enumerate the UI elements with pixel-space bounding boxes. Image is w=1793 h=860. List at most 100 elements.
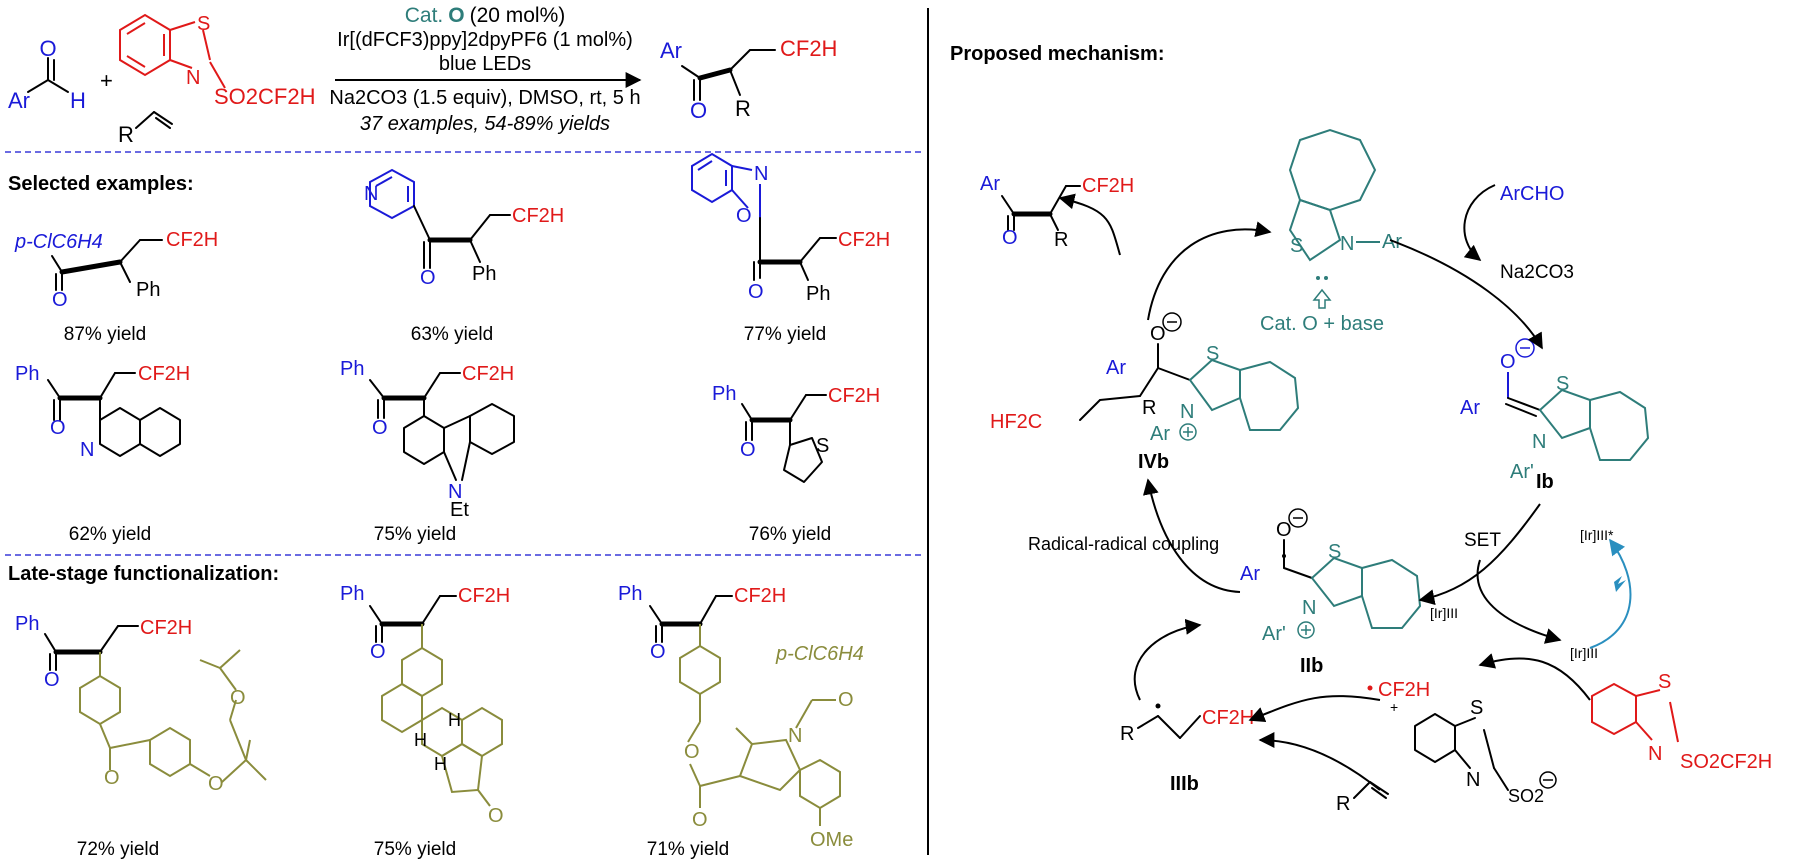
mechanism-r: R — [1336, 793, 1350, 815]
selected-examples-heading: Selected examples: — [8, 173, 194, 195]
examples-cf2h: CF2H — [458, 585, 510, 607]
scheme-catalyst_letter: O — [448, 4, 464, 27]
examples-n: N — [364, 183, 378, 205]
yield-4: 62% yield — [69, 524, 151, 545]
mechanism-ar: Ar — [1240, 563, 1260, 585]
examples-cf2h: CF2H — [512, 205, 564, 227]
mechanism-so2_minus: SO2 — [1508, 786, 1544, 806]
examples-cf2h: CF2H — [140, 617, 192, 639]
mechanism-o_minus: O — [1150, 323, 1166, 345]
examples-o: O — [208, 773, 224, 795]
late-stage-heading: Late-stage functionalization: — [8, 563, 279, 585]
mechanism-ar: Ar — [1106, 357, 1126, 379]
examples-ph: Ph — [712, 383, 736, 405]
ir-ground: [Ir]III — [1570, 645, 1598, 661]
mechanism-product_ar: Ar — [980, 173, 1000, 195]
examples-o: O — [372, 417, 388, 439]
mechanism-hf2c: HF2C — [990, 411, 1042, 433]
alkene-r: R — [118, 122, 134, 147]
examples-cf2h: CF2H — [1202, 707, 1254, 729]
examples-n: N — [1180, 401, 1194, 423]
yield-9: 71% yield — [647, 839, 729, 860]
aldehyde-o: O — [39, 36, 56, 61]
ir-oxidized: [Ir]III — [1430, 605, 1458, 621]
mech-sulfone: S N SO2CF2H — [1591, 671, 1772, 773]
example-1: p-ClC6H4 O CF2H Ph — [14, 229, 218, 311]
examples-o: O — [230, 687, 246, 709]
label-ib: Ib — [1536, 471, 1554, 493]
mechanism-ar: Ar — [1460, 397, 1480, 419]
na2co3-label: Na2CO3 — [1500, 262, 1574, 283]
examples-ph: Ph — [15, 363, 39, 385]
examples-o: O — [650, 641, 666, 663]
examples-n: N — [1340, 233, 1354, 255]
photocatalyst-line: Ir[(dFCF3)ppy]2dpyPF6 (1 mol%) — [337, 29, 633, 51]
archo-label: ArCHO — [1500, 183, 1564, 205]
label-iiib: IIIb — [1170, 773, 1199, 795]
examples-cf2h: CF2H — [1082, 175, 1134, 197]
scheme-sulfone: SO2CF2H — [1680, 751, 1772, 773]
examples-n: N — [1302, 597, 1316, 619]
examples-o: O — [736, 205, 752, 227]
catalyst-o: S N Ar Cat. O + base — [1260, 128, 1402, 335]
examples-ph: Ph — [806, 283, 830, 305]
examples-n: N — [1532, 431, 1546, 453]
light-line: blue LEDs — [439, 53, 531, 75]
examples-o: O — [740, 439, 756, 461]
examples-ph: Ph — [618, 583, 642, 605]
examples-cf2h: CF2H — [828, 385, 880, 407]
mechanism-product_r: R — [1054, 229, 1068, 251]
late-stage-2: Ph O CF2H O H H H — [340, 583, 510, 827]
product-o: O — [690, 98, 707, 123]
intermediate-ib: O Ar S N Ar' Ib — [1460, 338, 1650, 493]
examples-ph: Ph — [136, 279, 160, 301]
plus-sign: + — [100, 68, 113, 93]
set-label: SET — [1464, 530, 1501, 551]
examples-s: S — [1206, 343, 1219, 365]
example-3: N O O CF2H Ph — [691, 152, 890, 305]
examples-o: O — [838, 689, 854, 711]
example-4: Ph O CF2H N — [15, 363, 190, 461]
mechanism-o_minus: O — [1500, 351, 1516, 373]
examples-ph: Ph — [340, 583, 364, 605]
mechanism-ar: Ar — [1150, 423, 1170, 445]
sulfone-s: S — [197, 13, 210, 35]
examples-ph: Ph — [15, 613, 39, 635]
examples-o: O — [748, 281, 764, 303]
label-iib: IIb — [1300, 655, 1323, 677]
examples-s: S — [1290, 235, 1303, 257]
yield-5: 75% yield — [374, 524, 456, 545]
yield-6: 76% yield — [749, 524, 831, 545]
examples-o: O — [44, 669, 60, 691]
cat-o-base: Cat. O + base — [1260, 313, 1384, 335]
mech-alkene: R — [1336, 781, 1389, 815]
examples-n: N — [448, 481, 462, 503]
mechanism-o_minus: O — [1276, 519, 1292, 541]
intermediate-ivb: O Ar HF2C R S N Ar IVb — [990, 312, 1300, 473]
aldehyde-ar: Ar — [8, 88, 30, 113]
product-ar: Ar — [660, 38, 682, 63]
examples-o: O — [684, 741, 700, 763]
examples-ome: OMe — [810, 829, 853, 851]
examples-o: O — [104, 767, 120, 789]
yield-1: 87% yield — [64, 324, 146, 345]
examples-n: N — [754, 163, 768, 185]
examples-o: O — [370, 641, 386, 663]
examples-o: O — [420, 267, 436, 289]
ir-excited: [Ir]III* — [1580, 527, 1614, 543]
mechanism-r: R — [1120, 723, 1134, 745]
examples-n: N — [1648, 743, 1662, 765]
examples-ph: Ph — [472, 263, 496, 285]
mechanism-heading: Proposed mechanism: — [950, 43, 1165, 65]
conditions-line: Na2CO3 (1.5 equiv), DMSO, rt, 5 h — [329, 87, 640, 109]
product-r: R — [735, 96, 751, 121]
examples-s: S — [1556, 373, 1569, 395]
late-stage-1: Ph O CF2H O O O — [15, 613, 267, 795]
example-6: Ph O CF2H S — [712, 383, 880, 483]
sulfone-so2cf2h: SO2CF2H — [214, 84, 315, 109]
scheme-catalyst_prefix: Cat. — [405, 4, 444, 27]
examples-s: S — [1658, 671, 1671, 693]
examples-cf2h: CF2H — [838, 229, 890, 251]
yield-2: 63% yield — [411, 324, 493, 345]
